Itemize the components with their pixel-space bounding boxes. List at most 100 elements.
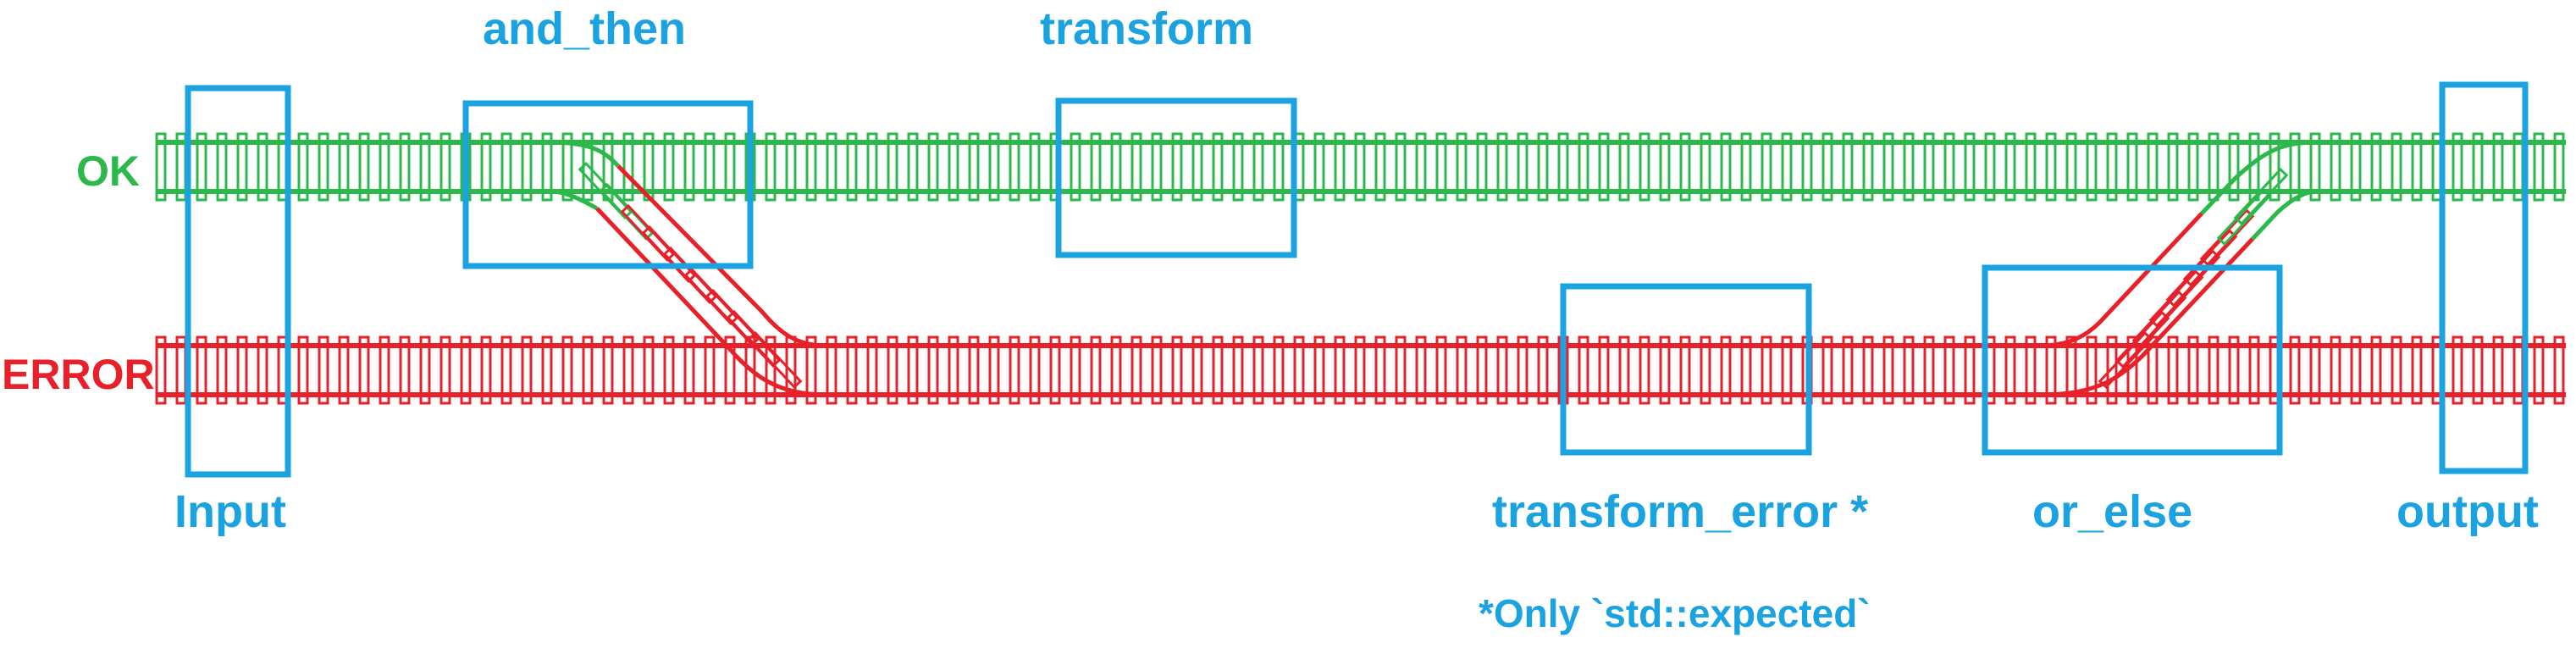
track-tie [1517, 132, 1528, 202]
track-tie [561, 132, 573, 202]
track-tie [2147, 335, 2159, 405]
track-tie [2187, 132, 2199, 202]
track-tie [2472, 132, 2484, 202]
track-tie [2065, 335, 2077, 405]
track-tie [1821, 335, 1833, 405]
track-tie [2106, 335, 2118, 405]
track-tie [1212, 335, 1224, 405]
track-tie [1720, 132, 1732, 202]
track-tie [1496, 132, 1508, 202]
track-tie [2553, 335, 2565, 405]
track-tie [826, 132, 837, 202]
track-tie [2147, 132, 2159, 202]
track-tie [480, 335, 492, 405]
or-else-switch-ties [2098, 167, 2289, 390]
track-tie [1171, 132, 1183, 202]
track-tie [155, 335, 167, 405]
track-tie [907, 132, 919, 202]
track-tie [216, 132, 228, 202]
track-tie [2086, 132, 2098, 202]
track-tie [622, 132, 634, 202]
track-tie [1639, 335, 1650, 405]
track-tie [318, 132, 329, 202]
track-tie [1151, 132, 1163, 202]
track-tie [257, 335, 268, 405]
track-tie [968, 132, 980, 202]
track-tie [948, 132, 959, 202]
track-tie [846, 132, 858, 202]
track-tie [1943, 132, 1955, 202]
track-tie [1354, 132, 1366, 202]
track-tie [1009, 132, 1020, 202]
track-tie [1740, 132, 1752, 202]
track-tie [1415, 335, 1427, 405]
track-tie [988, 132, 1000, 202]
or-else-switch-rail-green-a [2200, 140, 2317, 215]
error-track [155, 335, 2566, 405]
track-tie [683, 335, 695, 405]
track-tie [1578, 132, 1589, 202]
track-tie [1334, 132, 1346, 202]
track-tie [1842, 335, 1854, 405]
track-tie [155, 132, 167, 202]
transform-box [1055, 97, 1297, 258]
track-tie [2065, 132, 2077, 202]
track-tie [439, 132, 451, 202]
track-tie [2167, 132, 2179, 202]
track-tie [1395, 132, 1407, 202]
track-tie [2472, 335, 2484, 405]
track-tie [1354, 335, 1366, 405]
track-tie [379, 132, 390, 202]
track-tie [704, 335, 716, 405]
track-tie [1862, 132, 1874, 202]
track-tie [2126, 132, 2138, 202]
ok-track-label: OK [76, 147, 140, 195]
track-tie [2411, 132, 2423, 202]
track-tie [622, 335, 634, 405]
track-tie [887, 335, 898, 405]
track-tie [1700, 335, 1711, 405]
track-tie [1618, 132, 1630, 202]
track-tie [2492, 335, 2504, 405]
track-tie [379, 335, 390, 405]
track-tie [2228, 335, 2240, 405]
track-tie [2228, 132, 2240, 202]
track-tie [2025, 132, 2037, 202]
track-tie [1679, 335, 1691, 405]
or-else-box [1982, 264, 2283, 456]
track-tie [2411, 335, 2423, 405]
track-tie [1456, 132, 1468, 202]
track-tie [1964, 335, 1976, 405]
track-tie [1435, 132, 1447, 202]
track-tie [196, 132, 207, 202]
track-tie [1496, 335, 1508, 405]
track-tie [1252, 335, 1264, 405]
track-tie [2106, 132, 2118, 202]
track-tie [541, 335, 553, 405]
track-tie [338, 132, 350, 202]
track-tie [2248, 335, 2260, 405]
output-label: output [2396, 486, 2539, 537]
track-tie [1313, 132, 1325, 202]
track-tie [1049, 335, 1061, 405]
track-tie [2452, 132, 2463, 202]
track-tie [724, 335, 736, 405]
track-tie [1456, 335, 1468, 405]
and-then-switch-rail-green-b [550, 189, 599, 211]
ok-track [155, 132, 2566, 202]
track-tie [1679, 132, 1691, 202]
track-tie [2187, 335, 2199, 405]
transform-error-label: transform_error * [1492, 486, 1868, 537]
track-tie [1273, 132, 1285, 202]
track-tie [2391, 132, 2402, 202]
track-tie [1191, 132, 1203, 202]
track-tie [521, 335, 533, 405]
track-tie [1781, 132, 1793, 202]
track-tie [887, 132, 898, 202]
track-tie [2452, 335, 2463, 405]
track-tie [297, 335, 309, 405]
track-tie [907, 335, 919, 405]
track-tie [1110, 335, 1122, 405]
track-tie [196, 335, 207, 405]
track-tie [2533, 132, 2545, 202]
